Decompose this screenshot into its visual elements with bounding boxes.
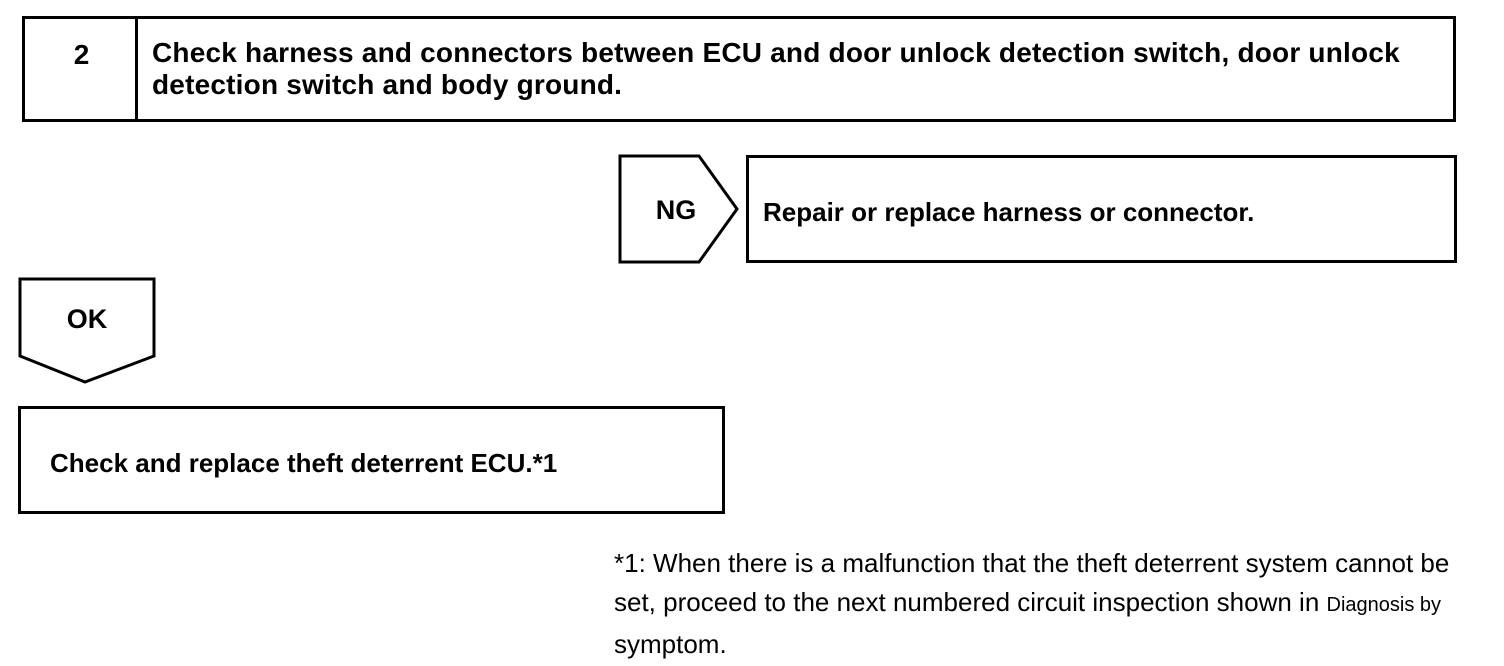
footnote: *1: When there is a malfunction that the…	[614, 544, 1474, 664]
step-number: 2	[73, 39, 90, 70]
ok-action-text: Check and replace theft deterrent ECU.*1	[50, 448, 558, 478]
ng-arrow-shape	[618, 154, 739, 264]
step-number-cell: 2	[25, 19, 138, 119]
ng-label: NG	[655, 195, 697, 225]
ng-action-text: Repair or replace harness or connector.	[763, 197, 1255, 227]
step-box: 2 Check harness and connectors between E…	[22, 16, 1456, 122]
footnote-lead: *1: When there is a malfunction that the…	[614, 548, 1450, 617]
ng-action-box: Repair or replace harness or connector.	[746, 155, 1457, 263]
step-title: Check harness and connectors between ECU…	[152, 37, 1400, 100]
ok-label: OK	[66, 304, 108, 334]
ok-arrow-shape	[18, 277, 156, 384]
footnote-tail: symptom.	[614, 629, 727, 659]
ok-action-box: Check and replace theft deterrent ECU.*1	[18, 406, 725, 514]
footnote-small-text: Diagnosis by	[1326, 594, 1442, 616]
